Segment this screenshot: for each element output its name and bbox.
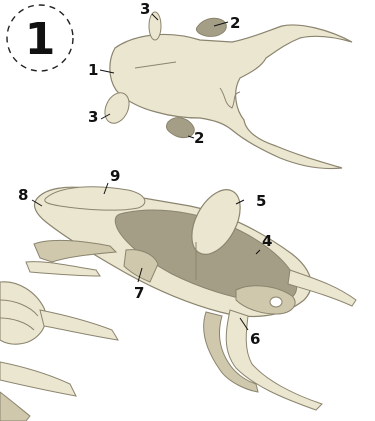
callout-3-bottom: 3 (88, 108, 98, 126)
callout-9: 9 (110, 167, 120, 185)
partial-leg-bottom (0, 392, 30, 421)
callout-5: 5 (256, 192, 266, 210)
callout-2-top: 2 (230, 14, 240, 32)
callout-6: 6 (250, 330, 260, 348)
top-assembly (100, 12, 352, 169)
part-2-top (196, 18, 226, 36)
part-1-head-plate (110, 25, 352, 169)
step-number: 1 (25, 14, 56, 65)
callout-1: 1 (88, 61, 98, 79)
middle-assembly (26, 182, 356, 410)
part-3-top (149, 12, 161, 40)
partial-body-plates (0, 282, 46, 344)
partial-leg-upper (40, 310, 118, 340)
callout-3-top: 3 (140, 0, 150, 18)
callout-7: 7 (134, 284, 144, 302)
callout-2-bottom: 2 (194, 129, 204, 147)
callout-8: 8 (18, 186, 28, 204)
bottom-left-assembly (0, 282, 118, 421)
step-badge: 1 (7, 5, 73, 71)
leg-middle-right (226, 310, 322, 410)
leg-front-left-lower (26, 262, 100, 276)
part-2-bottom (166, 118, 194, 138)
part-6-hole (270, 297, 282, 307)
partial-leg-lower (0, 362, 76, 396)
callout-4: 4 (262, 232, 272, 250)
